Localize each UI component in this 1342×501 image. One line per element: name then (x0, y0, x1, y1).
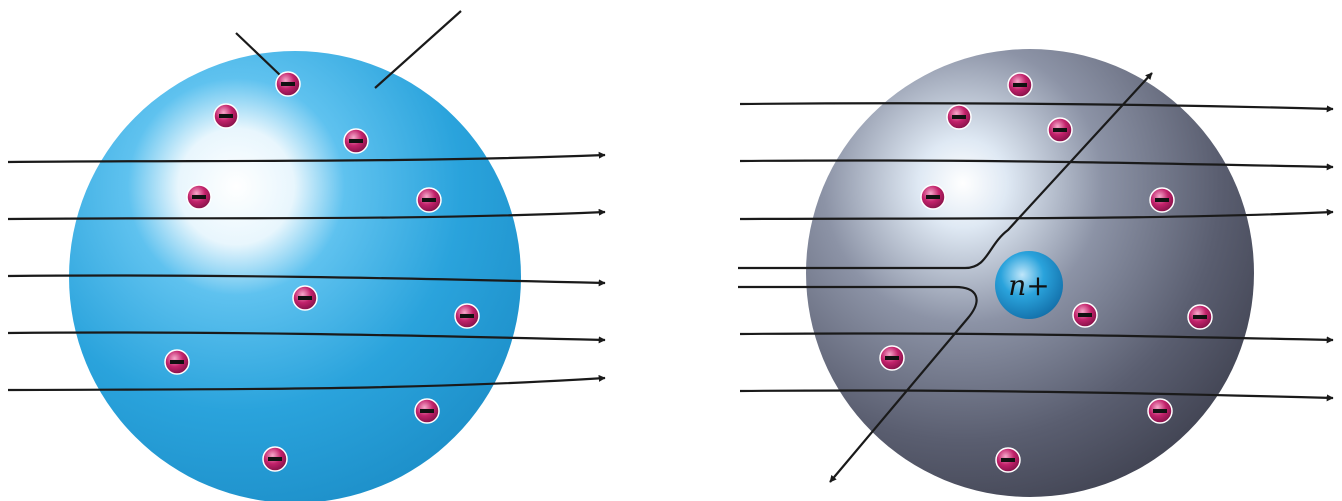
electron-minus-sign (219, 114, 233, 118)
electron (1188, 305, 1212, 329)
electron-minus-sign (1155, 198, 1169, 202)
electron (165, 350, 189, 374)
electron (1008, 73, 1032, 97)
electron-minus-sign (1193, 315, 1207, 319)
electron (1048, 118, 1072, 142)
electron-minus-sign (268, 457, 282, 461)
electron (880, 346, 904, 370)
electron (1073, 303, 1097, 327)
electron-minus-sign (281, 82, 295, 86)
electron (344, 129, 368, 153)
electron-minus-sign (1001, 458, 1015, 462)
electron (187, 185, 211, 209)
electron-minus-sign (349, 139, 363, 143)
nucleus-label: n+ (1008, 269, 1050, 302)
nucleus: n+ (995, 251, 1063, 319)
electron (1148, 399, 1172, 423)
electron (996, 448, 1020, 472)
electron-minus-sign (885, 356, 899, 360)
electron-minus-sign (298, 296, 312, 300)
electron-minus-sign (926, 195, 940, 199)
electron-minus-sign (192, 195, 206, 199)
electron-minus-sign (1078, 313, 1092, 317)
electron-minus-sign (460, 314, 474, 318)
electron-minus-sign (1013, 83, 1027, 87)
electron-minus-sign (952, 115, 966, 119)
electron-minus-sign (170, 360, 184, 364)
ray-path (375, 11, 461, 88)
electron (947, 105, 971, 129)
electron-minus-sign (1153, 409, 1167, 413)
electron-minus-sign (1053, 128, 1067, 132)
electron-minus-sign (420, 409, 434, 413)
electron (293, 286, 317, 310)
electron (276, 72, 300, 96)
electron (921, 185, 945, 209)
electron (455, 304, 479, 328)
electron (263, 447, 287, 471)
electron-minus-sign (422, 198, 436, 202)
electron (1150, 188, 1174, 212)
electron (417, 188, 441, 212)
electron (415, 399, 439, 423)
electron (214, 104, 238, 128)
